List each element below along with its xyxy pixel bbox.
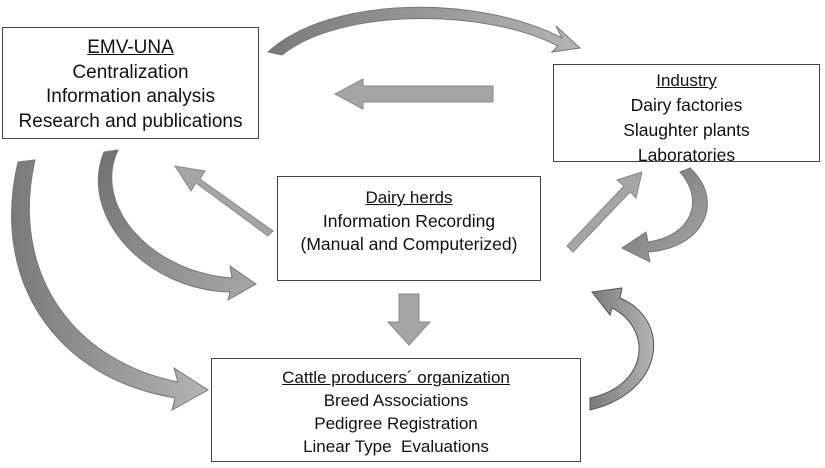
curved-arrow-cattle-to-herds bbox=[589, 287, 655, 411]
cattle-producers-line-breed: Breed Associations bbox=[323, 391, 469, 410]
arrow-herds-to-emv bbox=[173, 165, 274, 237]
arrow-herds-to-industry bbox=[566, 171, 643, 253]
dairy-herds-line-manual-computerized: (Manual and Computerized) bbox=[300, 234, 518, 254]
emv-una-line-information-analysis: Information analysis bbox=[46, 86, 215, 107]
industry-line-laboratories: Laboratories bbox=[637, 145, 736, 165]
cattle-producers-title: Cattle producers´ organization bbox=[282, 368, 510, 387]
cattle-producers-line-pedigree: Pedigree Registration bbox=[314, 414, 478, 433]
dairy-herds-box: Dairy herds Information Recording (Manua… bbox=[277, 176, 541, 281]
cattle-producers-line-linear-type: Linear Type Evaluations bbox=[303, 437, 489, 456]
emv-una-box: EMV-UNA Centralization Information analy… bbox=[2, 27, 259, 139]
industry-line-slaughter-plants: Slaughter plants bbox=[623, 120, 750, 140]
arrow-herds-to-cattle bbox=[386, 293, 432, 346]
straight-arrow-industry-to-emv bbox=[333, 78, 494, 110]
curved-arrow-emv-to-cattle bbox=[11, 159, 209, 411]
emv-una-line-research: Research and publications bbox=[18, 110, 243, 132]
curved-arrow-emv-to-industry bbox=[266, 6, 582, 56]
dairy-herds-title: Dairy herds bbox=[365, 188, 453, 207]
emv-una-line-centralization: Centralization bbox=[72, 61, 189, 83]
curved-arrow-industry-to-herds bbox=[621, 167, 708, 263]
dairy-herds-line-recording: Information Recording bbox=[322, 210, 496, 231]
curved-arrow-emv-to-herds bbox=[97, 149, 257, 302]
industry-title: Industry bbox=[656, 71, 717, 90]
emv-una-title: EMV-UNA bbox=[87, 37, 174, 58]
industry-box: Industry Dairy factories Slaughter plant… bbox=[553, 64, 820, 165]
cattle-producers-box: Cattle producers´ organization Breed Ass… bbox=[211, 358, 581, 462]
industry-line-dairy-factories: Dairy factories bbox=[630, 95, 743, 115]
